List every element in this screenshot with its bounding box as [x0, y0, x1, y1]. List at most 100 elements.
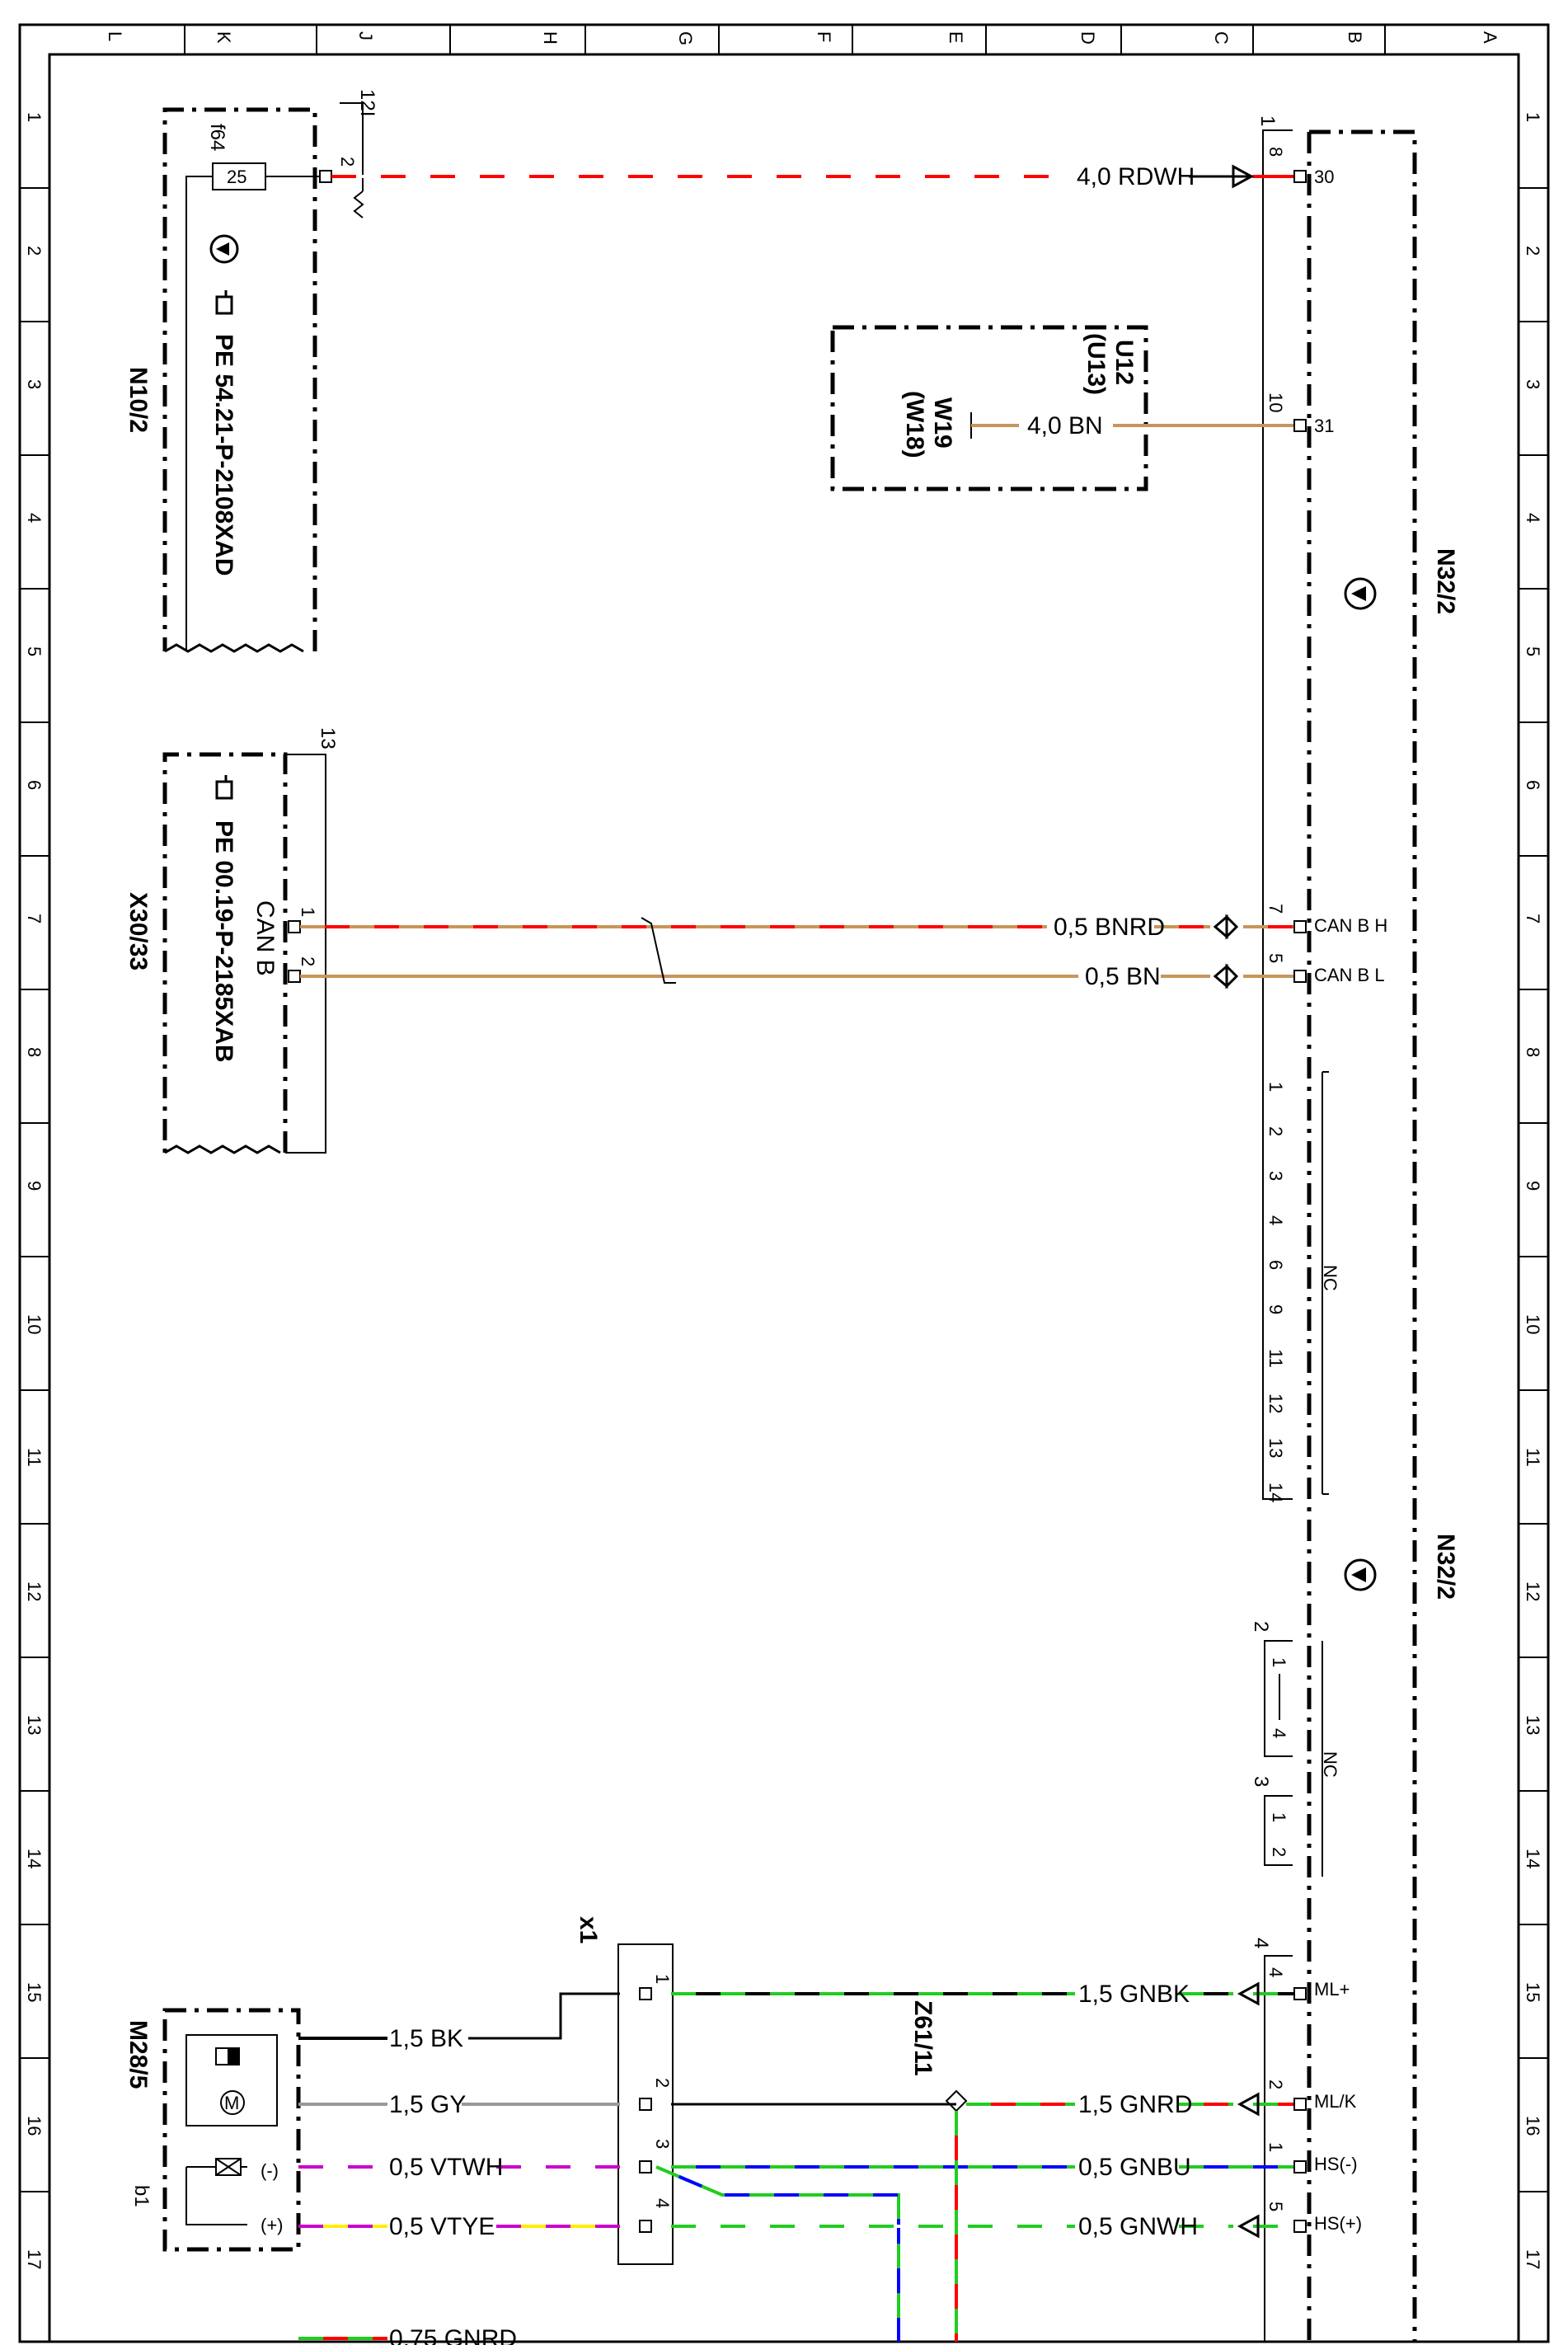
sensor-icon [185, 2158, 247, 2225]
row-number: 4 [24, 513, 45, 523]
row-number: 1 [1523, 112, 1543, 122]
svg-text:M: M [224, 2093, 239, 2113]
pin-socket [639, 2098, 652, 2111]
conn4-id: 4 [1250, 1938, 1272, 1948]
can-b-label: CAN B [251, 900, 279, 976]
wire-label-w_hsminus: 0,5 GNBU [1078, 2154, 1191, 2181]
z61-11-label: Z61/11 [909, 2000, 937, 2076]
row-number: 8 [24, 1047, 45, 1057]
twisted-pair-mark [641, 917, 676, 984]
splice-z61-11: Z61/11 [909, 2000, 968, 2112]
col-letter: E [946, 31, 966, 44]
col-letter: F [814, 31, 834, 42]
connector-double-arrow [1213, 963, 1239, 989]
nc-label-1: NC [1320, 1265, 1340, 1291]
nc-pin-number: 11 [1265, 1349, 1286, 1368]
col-letter: D [1077, 31, 1098, 45]
row-number: 5 [1523, 646, 1543, 656]
x30-pin-2: 2 [298, 956, 318, 966]
row-number: 5 [24, 646, 45, 656]
nc-pin-number: 13 [1265, 1438, 1286, 1458]
row-number: 6 [1523, 780, 1543, 790]
speaker-icon [209, 234, 239, 264]
component-x30-33: 13 PE 00.19-P-2185XAB X30/33 CAN B 1 2 [124, 727, 339, 1154]
nc-pin-number: 3 [1265, 1171, 1286, 1181]
wire-label-w_bottom: 0,75 GNRD [389, 2325, 517, 2345]
fuse-label: f64 [206, 124, 228, 151]
conn1-id: 1 [1256, 115, 1279, 126]
pin-socket [639, 2220, 652, 2233]
row-number: 6 [24, 780, 45, 790]
wire-bk-continue [468, 1992, 620, 2040]
conn1-pin-8: 8 [1265, 147, 1286, 157]
w19-label: W19 [929, 397, 956, 449]
connector-arrows [639, 164, 1307, 2239]
row-number: 16 [24, 2116, 45, 2136]
conn3-pin-1: 1 [1269, 1812, 1289, 1822]
row-number: 7 [24, 914, 45, 923]
x1-label: x1 [575, 1916, 602, 1943]
row-number: 1 [24, 112, 45, 122]
row-number: 3 [1523, 379, 1543, 389]
row-number: 9 [24, 1181, 45, 1191]
row-number: 8 [1523, 1047, 1543, 1057]
conn1-pin-7: 7 [1265, 904, 1286, 914]
pin-label: 2 [337, 157, 358, 167]
x1-pin-4: 4 [652, 2198, 673, 2208]
wire-label-w_gy: 1,5 GY [389, 2091, 466, 2118]
conn3-id: 3 [1250, 1776, 1272, 1787]
conn3-pin-2: 2 [1269, 1847, 1289, 1857]
fuse-value: 25 [227, 167, 246, 187]
pin-socket [1293, 170, 1307, 183]
row-number: 11 [1523, 1448, 1543, 1467]
nc-pin-number: 1 [1265, 1082, 1286, 1092]
hand-pointer-icon [215, 775, 233, 800]
wire-w_hsminus [655, 2165, 900, 2342]
row-number: 10 [24, 1314, 45, 1334]
conn2-pin-4: 4 [1269, 1728, 1289, 1738]
conn1-pin-5: 5 [1265, 953, 1286, 963]
row-number: 12 [24, 1581, 45, 1601]
connector-arrow [1232, 164, 1255, 189]
row-number: 17 [1523, 2249, 1543, 2269]
n10-2-name: N10/2 [124, 367, 152, 433]
row-number: 17 [24, 2249, 45, 2269]
nc-pin-number: 14 [1265, 1483, 1286, 1502]
pin-socket [1293, 2098, 1307, 2111]
row-number: 13 [24, 1715, 45, 1735]
pin-socket [639, 1987, 652, 2000]
conn2-id: 2 [1250, 1621, 1272, 1632]
col-letter: K [214, 31, 234, 44]
pin-socket [639, 2160, 652, 2173]
nc-label-2: NC [1320, 1751, 1340, 1778]
col-letter: L [105, 31, 125, 41]
x30-33-name: X30/33 [124, 892, 152, 970]
pin-31-label: 31 [1314, 416, 1334, 436]
row-number: 11 [24, 1448, 45, 1467]
pin-30-label: 30 [1314, 167, 1334, 187]
nc-pin-number: 4 [1265, 1215, 1286, 1225]
row-number: 16 [1523, 2116, 1543, 2136]
conn4-pin-1: 1 [1265, 2142, 1286, 2152]
hand-pointer-icon [215, 290, 233, 315]
x1-pin-3: 3 [652, 2139, 673, 2149]
wire-label-w_vtwh: 0,5 VTWH [389, 2154, 503, 2181]
connector-arrow [1237, 2214, 1260, 2239]
wire-label-w_bk: 1,5 BK [389, 2025, 463, 2052]
conn2-pin-1: 1 [1269, 1657, 1289, 1667]
wire-label-w_mlplus: 1,5 GNBK [1078, 1981, 1190, 2008]
nc-pin-number: 6 [1265, 1260, 1286, 1270]
component-u12: U12 (U13) W19 (W18) [830, 325, 1148, 491]
nc-pin-number: 12 [1265, 1393, 1286, 1413]
speaker-icon [1344, 577, 1377, 610]
x30-33-ref: PE 00.19-P-2185XAB [210, 820, 237, 1063]
wire-label-w_30: 4,0 RDWH [1077, 163, 1195, 190]
connector-x1: x1 1 2 3 4 [575, 1916, 674, 2265]
col-letter: A [1480, 31, 1500, 44]
pin-socket [1293, 2160, 1307, 2173]
wire-label-w_vtye: 0,5 VTYE [389, 2213, 495, 2240]
minus-label: (-) [261, 2160, 279, 2181]
n32-2-name-2: N32/2 [1432, 1534, 1459, 1600]
